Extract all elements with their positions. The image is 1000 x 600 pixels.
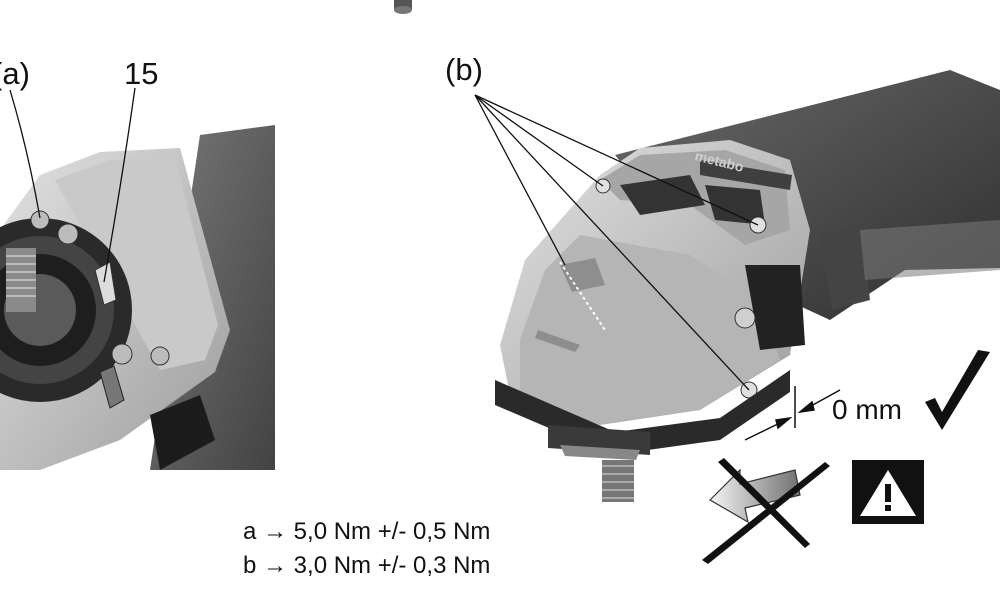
callout-b-label: (b): [445, 52, 483, 87]
gap-value-label: 0 mm: [832, 394, 902, 425]
crossed-arrow-icon: [702, 458, 830, 564]
warning-triangle-icon: [852, 460, 924, 524]
leader-lines-right: [474, 94, 759, 391]
callout-a-label: (a): [0, 56, 30, 91]
checkmark-icon: [925, 350, 990, 430]
torque-spec-b: b → 3,0 Nm +/- 0,3 Nm: [243, 552, 491, 579]
callout-15-label: 15: [124, 56, 159, 91]
gap-dimension: [744, 386, 841, 441]
left-grinder-head: [0, 125, 275, 470]
right-grinder-head: [495, 70, 1000, 502]
leader-lines-left: [9, 87, 136, 283]
loose-screw: [394, 0, 412, 14]
torque-spec-a: a → 5,0 Nm +/- 0,5 Nm: [243, 518, 491, 545]
